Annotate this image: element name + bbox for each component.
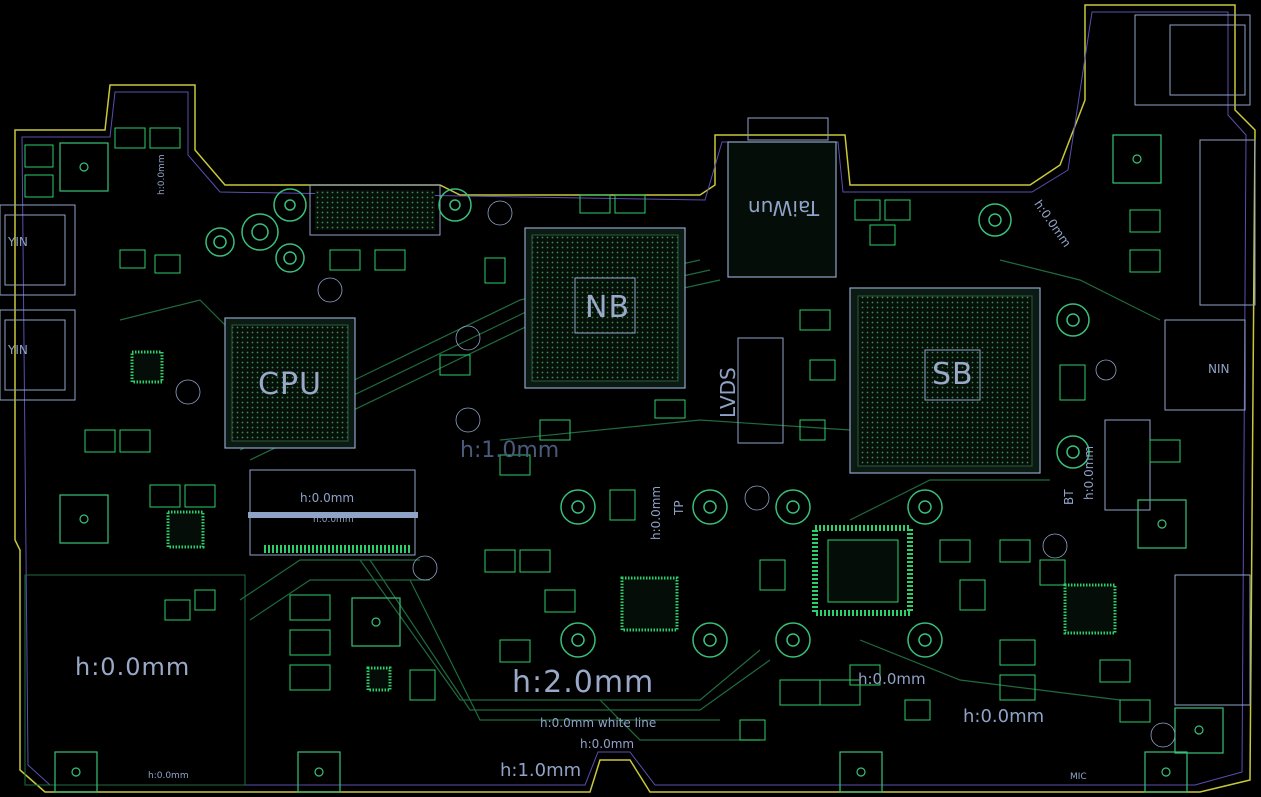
taiwun-module	[727, 117, 837, 278]
height-label-main-left: h:0.0mm	[75, 653, 191, 681]
height-label-bottom-center: h:0.0mm	[580, 737, 635, 751]
usb-top-label: YIN	[8, 235, 28, 249]
top-connector	[309, 184, 441, 236]
right-connector-area	[1104, 14, 1256, 706]
mounting-holes	[205, 188, 1090, 658]
usb-bottom-label: YIN	[8, 343, 28, 357]
qfn-chips	[130, 350, 1117, 692]
mounting-pads	[54, 134, 1224, 793]
height-label-tiny: h:0.0mm	[148, 771, 189, 781]
board-outline-inner	[21, 11, 1247, 786]
nb-label: NB	[585, 290, 631, 325]
left-connector-area	[0, 204, 246, 786]
cpu-chip	[224, 317, 356, 449]
qfp-chip-bright	[812, 525, 913, 616]
height-label-top-left: h:0.0mm	[157, 154, 167, 195]
right-connector-label: NIN	[1208, 361, 1230, 375]
height-label-mid-upper: h:1.0mm	[460, 438, 560, 463]
mic-label: MIC	[1070, 772, 1087, 782]
height-label-cpu-below: h:0.0mm	[300, 491, 355, 505]
lvds-label: LVDS	[716, 367, 740, 418]
bt-label: BT	[1062, 489, 1076, 505]
height-label-bt: h:0.0mm	[1082, 445, 1096, 500]
height-label-right-bottom: h:0.0mm	[963, 706, 1045, 727]
height-label-white-line: h:0.0mm white line	[540, 716, 657, 730]
height-label-mid-lower: h:0.0mm	[858, 670, 926, 688]
lvds-connector	[737, 337, 784, 444]
sb-label: SB	[932, 357, 974, 392]
height-label-main-center: h:2.0mm	[512, 665, 655, 700]
height-label-bottom: h:1.0mm	[500, 760, 582, 781]
taiwun-label: TaiWun	[748, 196, 820, 220]
height-label-tp: h:0.0mm	[649, 485, 663, 540]
height-label-mem: h:0.0mm	[313, 515, 354, 525]
memory-slot	[248, 469, 418, 556]
nb-chip	[524, 227, 686, 389]
tp-label: TP	[672, 500, 686, 515]
height-tag-markers	[175, 200, 1176, 748]
cpu-label: CPU	[258, 367, 322, 402]
sb-chip	[849, 287, 1041, 474]
board-outline	[14, 4, 1256, 793]
passive-components	[24, 127, 1181, 741]
